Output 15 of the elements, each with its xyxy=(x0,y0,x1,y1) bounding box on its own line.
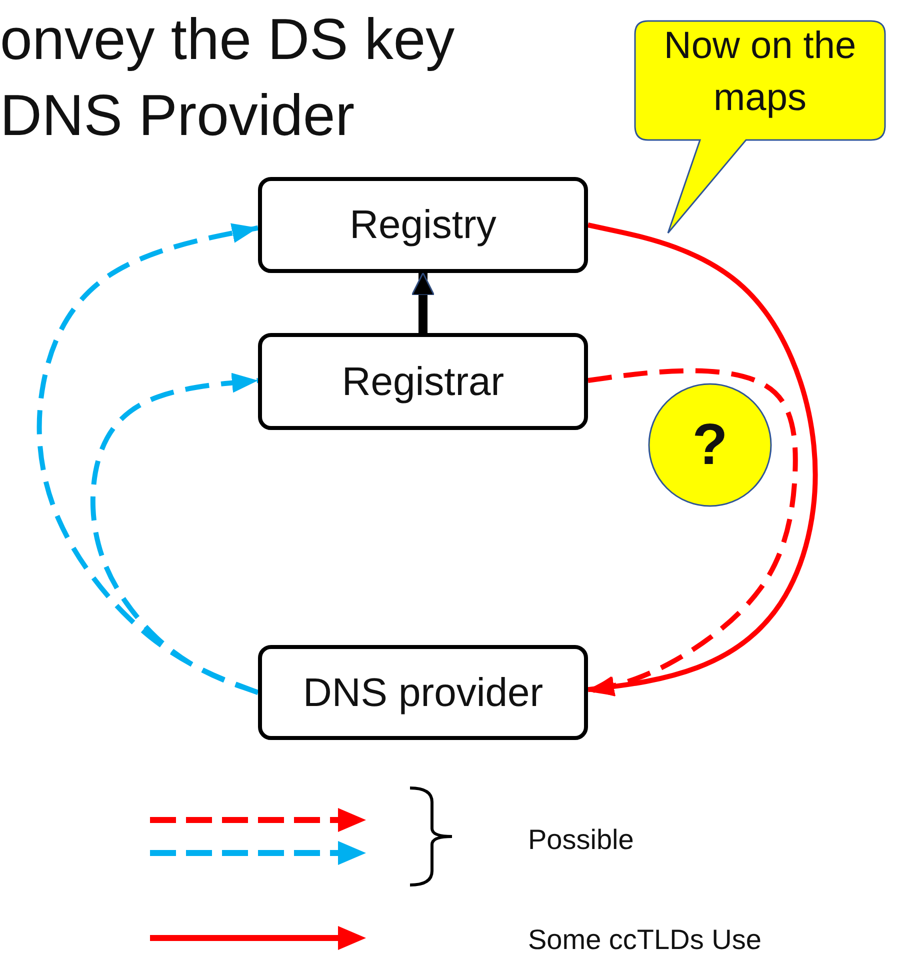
arrow xyxy=(411,272,435,333)
node-label: DNS provider xyxy=(302,670,544,714)
legend-label: Some ccTLDs Use xyxy=(528,923,762,956)
arrow xyxy=(90,372,259,695)
node-label: Registry xyxy=(348,203,498,247)
node-label: Now on the maps xyxy=(662,24,858,121)
title: onvey the DS key DNS Provider xyxy=(0,6,456,150)
question-mark: ? xyxy=(691,413,729,477)
arrow xyxy=(587,368,798,696)
node-label: Registrar xyxy=(340,360,506,404)
legend-label: Possible xyxy=(528,823,634,857)
process-box xyxy=(258,645,588,740)
process-box xyxy=(258,177,588,273)
arrow xyxy=(587,222,818,696)
process-box xyxy=(258,333,588,430)
